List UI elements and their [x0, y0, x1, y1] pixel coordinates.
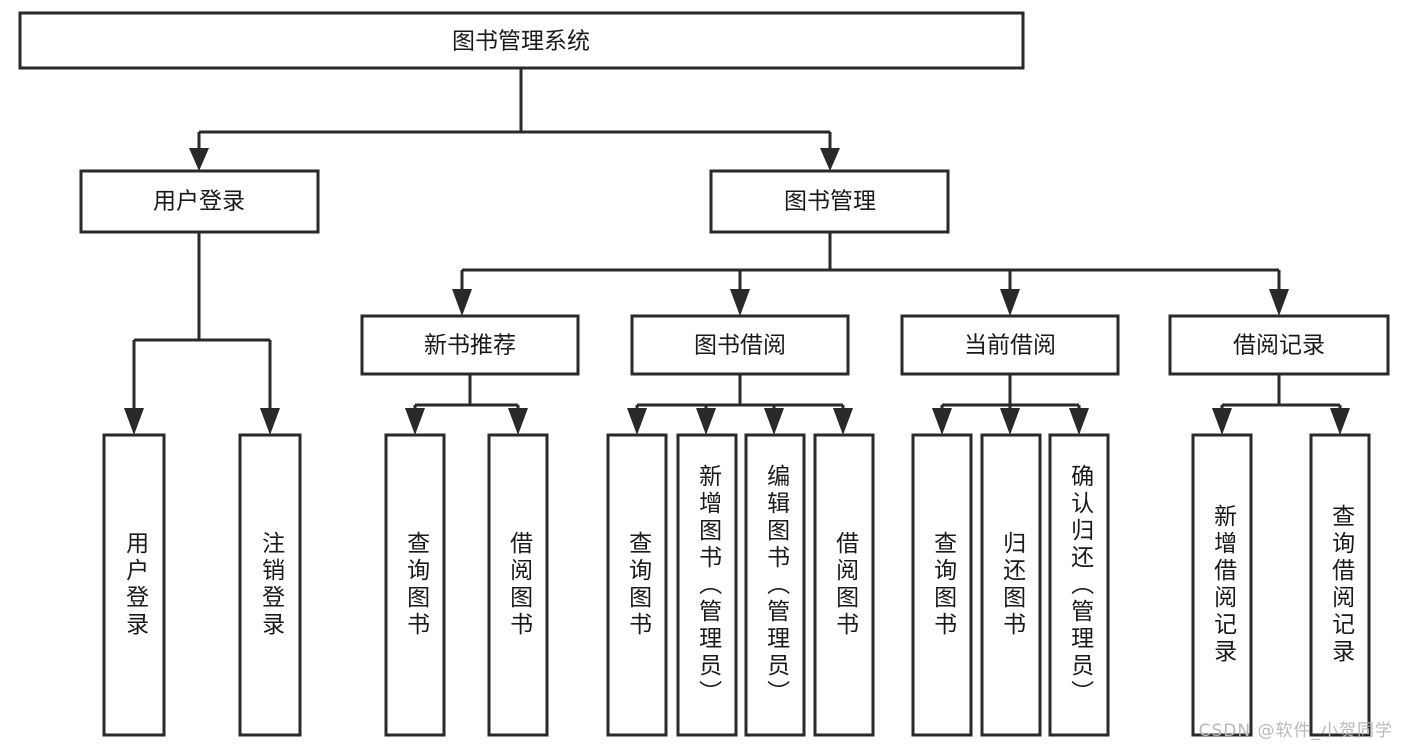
- arrow-leaf-user-logout: [260, 408, 280, 435]
- arrow-leaf-edit-book: [764, 408, 784, 435]
- leaf-box-edit-book[interactable]: [744, 433, 806, 737]
- leaf-box-add-book[interactable]: [676, 433, 738, 737]
- leaf-box-add-record[interactable]: [1191, 433, 1253, 737]
- arrow-leaf-confirm-return: [1069, 408, 1089, 435]
- node-book-manage-box[interactable]: [709, 169, 950, 234]
- node-new-book-recommend[interactable]: 新书推荐: [360, 314, 580, 376]
- node-current-borrow-box[interactable]: [900, 314, 1120, 376]
- leaf-box-query-book-2[interactable]: [606, 433, 668, 737]
- node-book-borrow-box[interactable]: [630, 314, 850, 376]
- arrow-book-borrow: [730, 289, 750, 316]
- node-user-login[interactable]: 用户登录: [79, 169, 320, 234]
- node-book-manage[interactable]: 图书管理: [709, 169, 950, 234]
- node-book-borrow[interactable]: 图书借阅: [630, 314, 850, 376]
- arrow-borrow-record: [1269, 289, 1289, 316]
- connector-group-user-login: [124, 232, 280, 435]
- node-borrow-record-box[interactable]: [1168, 314, 1390, 376]
- leaf-box-user-logout[interactable]: [238, 433, 302, 737]
- arrow-user-login: [189, 148, 209, 171]
- node-current-borrow-label: 当前借阅: [964, 333, 1056, 359]
- node-root[interactable]: 图书管理系统: [18, 11, 1025, 70]
- arrow-leaf-borrow-book-2: [833, 408, 853, 435]
- arrow-current-borrow: [1000, 289, 1020, 316]
- leaf-box-borrow-book-2[interactable]: [813, 433, 875, 737]
- arrow-leaf-query-record: [1330, 408, 1350, 435]
- leaf-box-user-login[interactable]: [102, 433, 166, 737]
- connector-group-book-manage: [452, 232, 1289, 316]
- connector-group-root: [189, 68, 840, 171]
- arrow-leaf-add-book: [696, 408, 716, 435]
- arrow-leaf-return-book: [1000, 408, 1020, 435]
- node-current-borrow[interactable]: 当前借阅: [900, 314, 1120, 376]
- node-book-manage-label: 图书管理: [784, 189, 876, 215]
- connector-group-new-book-recommend: [405, 374, 528, 435]
- node-borrow-record-label: 借阅记录: [1233, 333, 1325, 359]
- leaf-boxes: [102, 433, 1371, 737]
- node-user-login-box[interactable]: [79, 169, 320, 234]
- arrow-leaf-query-book-2: [627, 408, 647, 435]
- connector-group-current-borrow: [932, 374, 1089, 435]
- leaf-box-query-record[interactable]: [1309, 433, 1371, 737]
- node-root-label: 图书管理系统: [452, 29, 590, 55]
- arrow-leaf-borrow-book-1: [508, 408, 528, 435]
- node-root-box[interactable]: [18, 11, 1025, 70]
- arrow-leaf-query-book-1: [405, 408, 425, 435]
- node-borrow-record[interactable]: 借阅记录: [1168, 314, 1390, 376]
- node-new-book-recommend-label: 新书推荐: [424, 333, 516, 359]
- leaf-box-query-book-1[interactable]: [384, 433, 446, 737]
- arrow-leaf-add-record: [1212, 408, 1232, 435]
- leaf-box-borrow-book-1[interactable]: [487, 433, 549, 737]
- leaf-box-return-book[interactable]: [980, 433, 1042, 737]
- node-new-book-recommend-box[interactable]: [360, 314, 580, 376]
- node-book-borrow-label: 图书借阅: [694, 333, 786, 359]
- leaf-box-query-book-3[interactable]: [911, 433, 973, 737]
- csdn-watermark: CSDN @软件_小贺同学: [1198, 721, 1393, 741]
- arrow-leaf-query-book-3: [932, 408, 952, 435]
- arrow-book-manage: [820, 148, 840, 171]
- arrow-new-book-recommend: [452, 289, 472, 316]
- node-user-login-label: 用户登录: [153, 189, 245, 215]
- connector-group-book-borrow: [627, 374, 853, 435]
- leaf-box-confirm-return[interactable]: [1048, 433, 1110, 737]
- connector-group-borrow-record: [1212, 374, 1350, 435]
- arrow-leaf-user-login: [124, 408, 144, 435]
